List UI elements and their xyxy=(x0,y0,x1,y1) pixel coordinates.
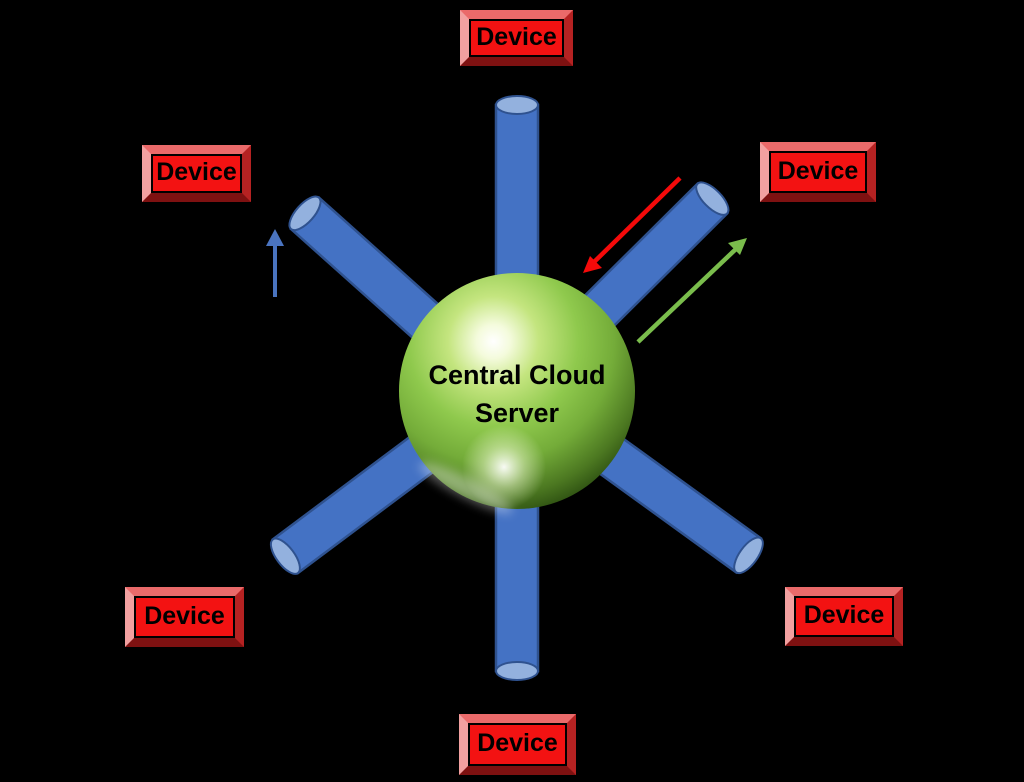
spoke-cap xyxy=(733,536,764,575)
device-bevel: Device xyxy=(785,587,903,646)
device-label: Device xyxy=(144,601,225,630)
device-box-upper-right: Device xyxy=(758,140,878,204)
device-box-lower-right: Device xyxy=(783,585,905,648)
device-bevel: Device xyxy=(125,587,244,647)
server-label-line2: Server xyxy=(475,398,560,428)
device-box-bottom: Device xyxy=(457,712,578,777)
device-face: Device xyxy=(151,154,242,193)
server-label-line1: Central Cloud xyxy=(428,360,605,390)
device-label: Device xyxy=(476,22,557,51)
spoke-cap xyxy=(269,537,301,575)
device-label: Device xyxy=(156,158,237,186)
red-inbound-arrow xyxy=(583,176,682,273)
device-face: Device xyxy=(794,596,894,637)
device-label: Device xyxy=(803,601,885,629)
spoke-cap xyxy=(288,195,322,232)
device-bevel: Device xyxy=(460,10,573,66)
device-box-upper-left: Device xyxy=(140,143,253,204)
device-bevel: Device xyxy=(142,145,251,202)
device-face: Device xyxy=(469,19,564,57)
device-bevel: Device xyxy=(760,142,876,202)
spoke-cap xyxy=(495,95,539,115)
device-label: Device xyxy=(777,156,859,185)
blue-up-arrow xyxy=(266,229,284,297)
device-label: Device xyxy=(477,729,558,757)
device-face: Device xyxy=(134,596,235,638)
central-server-sphere: Central Cloud Server xyxy=(399,273,635,514)
spoke-cap xyxy=(495,661,539,681)
device-box-top: Device xyxy=(458,8,575,68)
device-bevel: Device xyxy=(459,714,576,775)
device-box-lower-left: Device xyxy=(123,585,246,649)
device-face: Device xyxy=(468,723,567,766)
green-outbound-arrow xyxy=(636,238,747,344)
device-face: Device xyxy=(769,151,867,193)
sphere-rim-light xyxy=(419,462,513,514)
spoke-cap xyxy=(695,181,730,216)
